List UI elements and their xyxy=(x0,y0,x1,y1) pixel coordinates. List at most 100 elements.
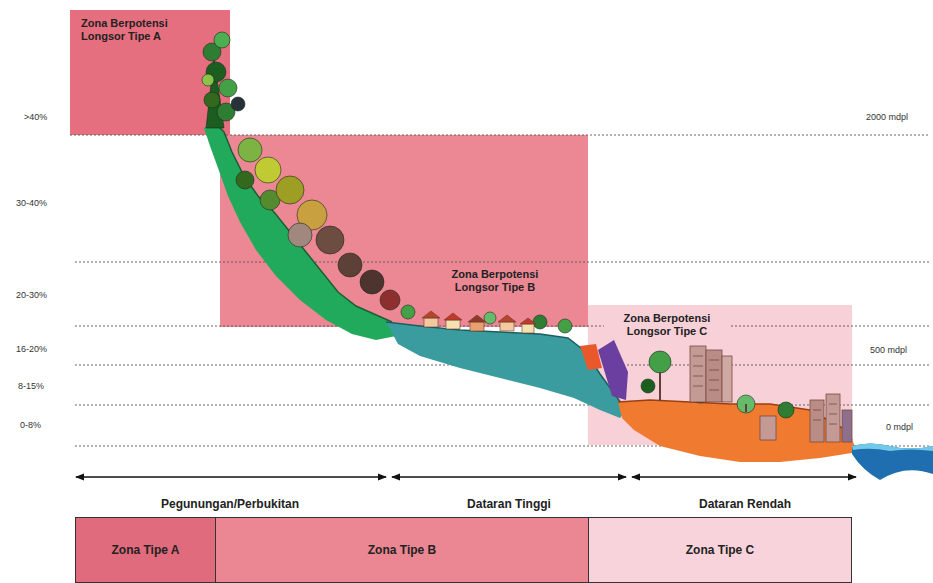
slope-label: 20-30% xyxy=(16,290,47,301)
tree xyxy=(778,402,794,418)
building-window xyxy=(813,420,821,421)
house xyxy=(498,315,516,322)
zone-type-name: Zona Tipe C xyxy=(686,543,754,557)
elevation-label: 500 mdpl xyxy=(870,345,907,356)
tree xyxy=(338,253,362,277)
tree xyxy=(401,305,415,319)
building-window xyxy=(709,360,719,361)
lowland-ground xyxy=(618,400,858,462)
tree xyxy=(202,74,214,86)
house xyxy=(446,320,460,329)
building-window xyxy=(693,366,703,367)
building xyxy=(690,346,706,402)
sea xyxy=(852,444,933,481)
highland-ground xyxy=(386,322,626,418)
mountain-slope xyxy=(204,122,396,340)
tree xyxy=(204,92,220,108)
tree xyxy=(737,395,755,413)
house xyxy=(522,324,534,333)
house xyxy=(500,322,514,331)
zone-type-name: Zona Tipe A xyxy=(111,543,179,557)
zone-type-name: Zona Tipe B xyxy=(368,543,436,557)
building-window xyxy=(693,386,703,387)
tree-trunk xyxy=(659,372,661,401)
tree xyxy=(276,176,304,204)
building-window xyxy=(693,356,837,424)
building-window xyxy=(693,376,703,377)
dashed-level-line xyxy=(75,262,930,263)
dashed-level-line xyxy=(75,405,930,406)
tree xyxy=(558,319,572,333)
highland-ground xyxy=(386,322,628,418)
house xyxy=(422,311,440,318)
elevation-label: 2000 mdpl xyxy=(866,112,908,123)
tree xyxy=(219,79,237,97)
landform-label: Dataran Rendah xyxy=(699,497,791,511)
range-arrow xyxy=(76,476,856,477)
building xyxy=(842,410,852,442)
elevation-label: 0 mdpl xyxy=(886,422,913,433)
building-window xyxy=(709,380,719,381)
tree xyxy=(214,32,230,48)
zone-type-box: Zona Tipe B xyxy=(215,517,589,583)
lowland-ground xyxy=(618,400,858,462)
house xyxy=(424,318,438,327)
range-arrow xyxy=(392,476,626,477)
range-arrow xyxy=(632,476,856,477)
tree xyxy=(380,290,400,310)
highland-ground xyxy=(598,340,628,400)
landform-label: Dataran Tinggi xyxy=(467,497,551,511)
building-window xyxy=(709,390,719,391)
zone-type-box: Zona Tipe C xyxy=(588,517,852,583)
tree xyxy=(360,270,384,294)
tree xyxy=(641,379,655,393)
tree xyxy=(238,138,262,162)
house xyxy=(520,318,536,324)
tree xyxy=(533,315,547,329)
highland-ground xyxy=(580,344,602,370)
tree xyxy=(288,223,312,247)
building xyxy=(826,394,840,442)
tree-trunk xyxy=(745,404,747,412)
highland-ground xyxy=(386,322,626,410)
tree xyxy=(316,226,344,254)
building-window xyxy=(829,424,837,425)
building xyxy=(810,400,824,442)
dashed-level-line xyxy=(70,135,930,136)
zone-heading: Zona Berpotensi Longsor Tipe B xyxy=(434,267,556,295)
dashed-level-line xyxy=(70,135,930,446)
landform-label: Pegunungan/Perbukitan xyxy=(161,497,299,511)
building-window xyxy=(829,404,837,405)
building xyxy=(706,350,722,402)
slope-label: >40% xyxy=(24,112,47,123)
building-window xyxy=(813,410,821,411)
zone-heading: Zona Berpotensi Longsor Tipe A xyxy=(78,16,182,44)
house xyxy=(444,313,462,320)
mountain-slope xyxy=(204,122,396,340)
zone-type-box: Zona Tipe A xyxy=(75,517,216,583)
house xyxy=(470,322,484,331)
building-window xyxy=(693,356,703,357)
slope-label: 0-8% xyxy=(20,420,41,431)
range-arrow xyxy=(76,476,386,477)
tree xyxy=(255,157,281,183)
building xyxy=(722,356,732,402)
building xyxy=(690,346,852,442)
tree xyxy=(236,171,254,189)
building-window xyxy=(829,414,837,415)
zone-heading: Zona Berpotensi Longsor Tipe C xyxy=(604,311,730,339)
sea xyxy=(852,444,933,452)
slope-label: 30-40% xyxy=(16,198,47,209)
slope-label: 8-15% xyxy=(18,381,44,392)
tree xyxy=(202,32,794,418)
tree xyxy=(231,97,245,111)
house xyxy=(468,315,486,322)
slope-label: 16-20% xyxy=(16,344,47,355)
building-window xyxy=(709,370,719,371)
mountain-slope xyxy=(214,122,392,322)
house xyxy=(422,311,536,333)
tree xyxy=(649,351,671,373)
sea xyxy=(852,444,933,481)
building xyxy=(760,416,776,440)
